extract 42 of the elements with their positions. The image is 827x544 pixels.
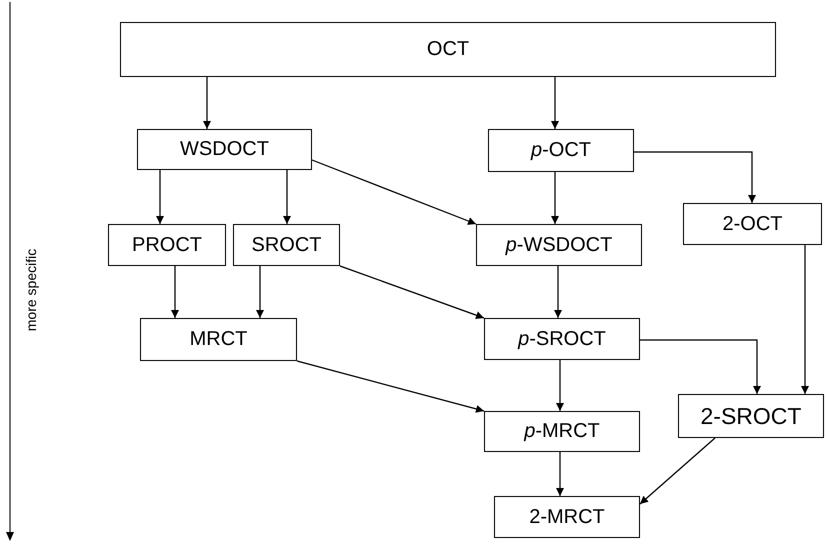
process-box: [494, 496, 640, 538]
process-box: [233, 224, 340, 266]
arrow: [551, 77, 559, 129]
process-box: [484, 411, 640, 452]
process-box: [488, 129, 634, 172]
arrow: [312, 159, 476, 225]
node-label: 2-MRCT: [529, 506, 605, 528]
node-label: PROCT: [132, 234, 202, 256]
arrow: [283, 170, 291, 224]
arrow: [256, 266, 264, 318]
arrow: [171, 266, 179, 318]
node-label: p-MRCT: [524, 420, 600, 443]
arrow: [640, 438, 716, 504]
process-box: [140, 318, 297, 361]
process-box: [678, 394, 824, 438]
arrow: [556, 360, 564, 411]
node-label: WSDOCT: [180, 138, 269, 161]
node-label: p-WSDOCT: [506, 234, 612, 256]
arrow: [801, 245, 809, 394]
process-box: [120, 22, 776, 77]
arrow: [554, 266, 562, 318]
node-label: 2-SROCT: [700, 402, 802, 430]
node-label: p-OCT: [530, 139, 591, 162]
node-label: MRCT: [190, 328, 248, 351]
process-box: [137, 129, 312, 170]
arrow: [340, 265, 484, 320]
node-label: OCT: [426, 38, 470, 61]
process-box: [484, 318, 640, 360]
process-box: [108, 224, 226, 266]
axis-label: more specific: [23, 248, 40, 332]
node-label: p-SROCT: [518, 328, 606, 350]
arrow: [551, 172, 559, 224]
node-label: SROCT: [252, 234, 322, 256]
arrow: [156, 170, 164, 224]
arrow: [203, 77, 211, 129]
arrow: [634, 151, 756, 203]
arrow: [640, 339, 761, 394]
arrow: [296, 360, 484, 413]
node-label: 2-OCT: [722, 212, 782, 236]
process-box: [476, 224, 642, 266]
process-box: [683, 203, 822, 245]
arrow: [556, 452, 564, 496]
